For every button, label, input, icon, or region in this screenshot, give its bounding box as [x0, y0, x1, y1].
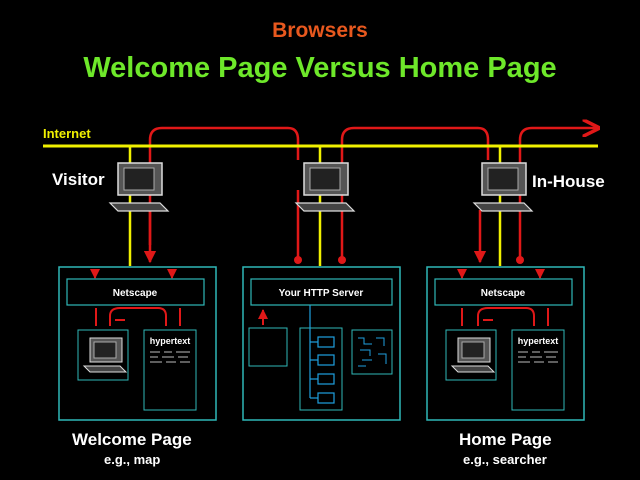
computer-icon	[108, 162, 170, 212]
server-label: Your HTTP Server	[279, 288, 364, 299]
internet-label: Internet	[43, 126, 91, 141]
internet-flow-arrow	[148, 128, 598, 245]
computer-icon	[472, 162, 534, 212]
computer-icon	[450, 337, 496, 373]
welcome-caption: Welcome Page	[72, 430, 192, 449]
welcome-box: Netscape hypertext	[58, 266, 217, 421]
slide-pretitle: Browsers	[272, 19, 368, 42]
computer-icon	[294, 162, 356, 212]
home-subcaption: e.g., searcher	[463, 452, 547, 467]
hypertext-label: hypertext	[150, 336, 191, 346]
server-box: Your HTTP Server	[242, 266, 401, 421]
inhouse-label: In-House	[532, 172, 605, 191]
visitor-label: Visitor	[52, 170, 105, 189]
welcome-subcaption: e.g., map	[104, 452, 161, 467]
netscape-label: Netscape	[113, 288, 158, 299]
home-caption: Home Page	[459, 430, 552, 449]
hypertext-label: hypertext	[518, 336, 559, 346]
home-box: Netscape hypertext	[426, 266, 585, 421]
computer-icon	[82, 337, 128, 373]
directory-tree	[309, 305, 335, 404]
netscape-label: Netscape	[481, 288, 526, 299]
slide-title: Welcome Page Versus Home Page	[83, 52, 557, 84]
